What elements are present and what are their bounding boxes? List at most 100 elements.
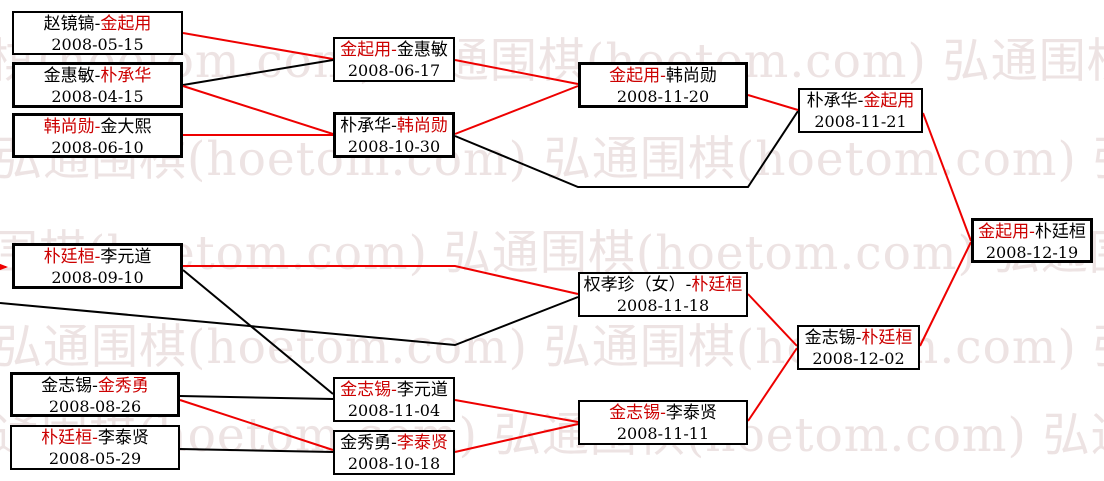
match-players: 金起用-金惠敏 (335, 40, 453, 61)
winner-name: 朴廷桓- (43, 247, 101, 267)
player-name: 朴廷桓 (1034, 222, 1086, 242)
bracket-line-d1-e1 (922, 112, 972, 242)
winner-name: 韩尚勋- (43, 117, 101, 137)
match-players: 金志锡-李元道 (335, 380, 453, 401)
bracket-line-h1-i2 (179, 399, 334, 451)
player-name: 朴承华- (340, 116, 397, 136)
bracket-line-a1-b1 (182, 32, 334, 60)
bracket-line-b2-d1 (454, 110, 799, 188)
match-players: 金秀勇-李泰贤 (335, 433, 453, 454)
player-name: 韩尚勋 (665, 66, 717, 86)
winner-name: 金起用 (863, 91, 915, 111)
player-name: 金惠敏- (43, 66, 101, 86)
bracket-line-f1-i1 (182, 269, 334, 395)
match-date: 2008-06-10 (51, 138, 144, 157)
match-date: 2008-05-29 (48, 449, 142, 468)
bracket-line-g1-k1 (747, 293, 798, 347)
match-date: 2008-11-21 (814, 112, 907, 131)
match-players: 金志锡-金秀勇 (13, 376, 177, 397)
bracket-line-in-g1 (0, 296, 579, 347)
winner-name: 金志锡- (340, 380, 397, 400)
player-name: 赵镜镐- (43, 14, 101, 34)
bracket-line-f1-g1 (183, 265, 579, 295)
watermark-text: 弘通围棋(hoetom.com) 弘通围棋(hoetom.com) 弘通围棋(h… (0, 320, 1104, 375)
bracket-line-i1-j1 (454, 399, 579, 423)
player-name: 李元道 (396, 380, 448, 400)
bracket-line-b1-c1 (454, 59, 579, 85)
player-name: 金秀勇- (340, 433, 397, 453)
match-players: 金惠敏-朴承华 (15, 66, 180, 87)
match-players: 金志锡-朴廷桓 (799, 328, 918, 349)
winner-name: 朴承华 (100, 66, 152, 86)
bracket-line-c1-d1 (747, 94, 799, 111)
player-name: 朴承华- (806, 91, 864, 111)
match-date: 2008-12-02 (812, 349, 905, 368)
winner-name: 金志锡- (609, 403, 666, 423)
winner-name: 金起用- (340, 40, 397, 60)
winner-name: 李泰贤 (396, 433, 448, 453)
match-date: 2008-04-15 (51, 87, 144, 106)
match-date: 2008-10-30 (347, 137, 441, 156)
match-players: 朴承华-金起用 (800, 91, 921, 112)
watermark-text: 弘通围棋(hoetom.com) 弘通围棋(hoetom.com) 弘通围棋(h… (0, 132, 1104, 187)
winner-name: 朴廷桓- (41, 428, 98, 448)
winner-name: 韩尚勋 (396, 116, 448, 136)
match-players: 朴承华-韩尚勋 (336, 116, 452, 137)
match-players: 赵镜镐-金起用 (14, 14, 181, 35)
match-date: 2008-09-10 (51, 268, 144, 287)
match-players: 朴廷桓-李元道 (15, 247, 180, 268)
bracket-line-b2-c1 (454, 85, 579, 135)
match-players: 金起用-朴廷桓 (974, 222, 1090, 243)
bracket-line-a2-b2 (182, 85, 334, 135)
winner-name: 金起用- (978, 222, 1035, 242)
bracket-line-k1-e1 (919, 241, 972, 347)
match-players: 金起用-韩尚勋 (581, 66, 745, 87)
match-date: 2008-11-20 (616, 87, 710, 106)
player-name: 李泰贤 (97, 428, 149, 448)
match-date: 2008-10-18 (347, 454, 441, 473)
player-name: 金志锡- (41, 376, 98, 396)
player-name: 权孝珍（女）- (583, 275, 692, 295)
match-date: 2008-11-18 (616, 296, 710, 315)
match-date: 2008-08-26 (48, 397, 142, 416)
player-name: 金志锡- (804, 328, 862, 348)
match-date: 2008-06-17 (347, 61, 441, 80)
winner-name: 金起用- (609, 66, 666, 86)
match-date: 2008-11-11 (616, 424, 710, 443)
match-players: 韩尚勋-金大熙 (15, 117, 180, 138)
player-name: 李元道 (100, 247, 152, 267)
match-date: 2008-12-19 (985, 243, 1079, 262)
match-players: 金志锡-李泰贤 (580, 403, 746, 424)
match-players: 朴廷桓-李泰贤 (12, 428, 178, 449)
winner-name: 朴廷桓 (691, 275, 743, 295)
player-name: 李泰贤 (665, 403, 717, 423)
match-players: 权孝珍（女）-朴廷桓 (580, 275, 746, 296)
winner-name: 金起用 (100, 14, 152, 34)
bracket-line-i2-j1 (454, 423, 579, 453)
winner-name: 金秀勇 (97, 376, 149, 396)
bracket-line-h1-i1 (179, 395, 334, 400)
bracket-line-j1-k1 (747, 347, 798, 422)
bracket-line-h2-i2 (179, 448, 334, 453)
bracket-line-a2-b1 (182, 59, 334, 86)
match-date: 2008-05-15 (51, 35, 144, 54)
player-name: 金大熙 (100, 117, 152, 137)
